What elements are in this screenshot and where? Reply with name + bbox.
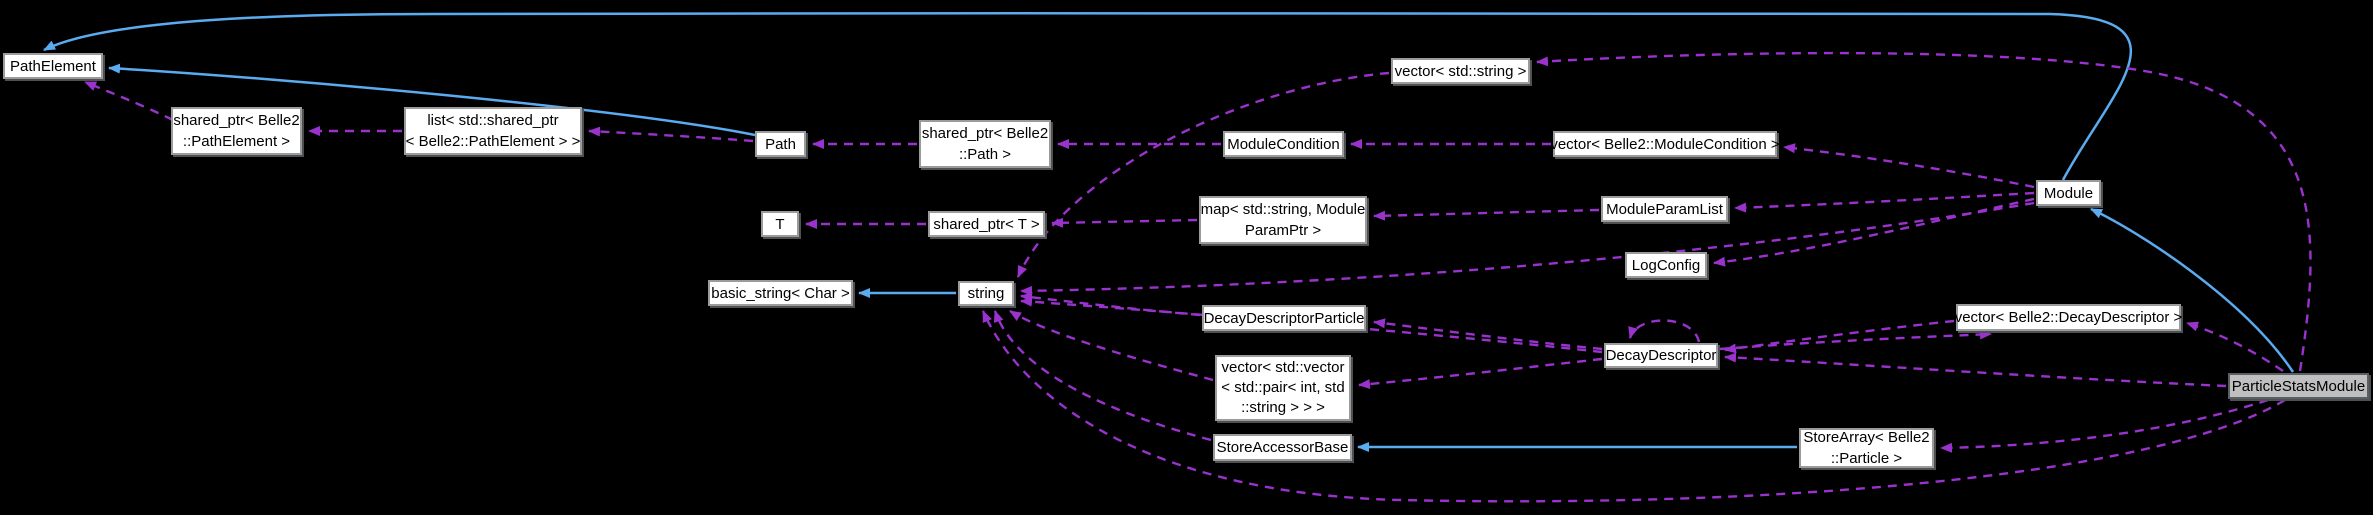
node-label: DecayDescriptorParticle bbox=[1203, 309, 1365, 327]
node-basic-string-char[interactable]: basic_string< Char > bbox=[708, 280, 853, 306]
node-label: T bbox=[775, 215, 785, 233]
node-label: vector< Belle2::DecayDescriptor > bbox=[1954, 309, 2183, 326]
node-map-moduleparamptr[interactable]: map< std::string, Module ParamPtr > bbox=[1199, 196, 1367, 244]
node-label: ::Path > bbox=[958, 146, 1012, 163]
node-label: basic_string< Char > bbox=[711, 284, 850, 302]
node-label: Module bbox=[2043, 184, 2094, 202]
edge-particlestatsmodule-vectorstring bbox=[1536, 51, 2312, 372]
node-t[interactable]: T bbox=[761, 211, 799, 237]
edge-module-logconfig bbox=[1713, 197, 2035, 267]
node-label: < Belle2::PathElement > > bbox=[405, 133, 581, 150]
node-label: ParamPtr > bbox=[1244, 222, 1322, 239]
edge-decaydescriptor-vectordecaydescriptor bbox=[1719, 329, 1992, 351]
edge-particlestatsmodule-vectordecaydescriptor bbox=[2186, 321, 2284, 372]
node-decaydescriptorparticle[interactable]: DecayDescriptorParticle bbox=[1202, 305, 1366, 331]
node-vector-vector-pair-int-string[interactable]: vector< std::vector < std::pair< int, st… bbox=[1215, 355, 1351, 421]
edge-particlestatsmodule-module bbox=[2090, 207, 2295, 373]
node-label: ::string > > > bbox=[1241, 399, 1325, 416]
node-modulecondition[interactable]: ModuleCondition bbox=[1223, 131, 1344, 157]
node-label: DecayDescriptor bbox=[1605, 347, 1717, 364]
node-label: < std::pair< int, std bbox=[1221, 379, 1345, 396]
edge-particlestatsmodule-storearray bbox=[1940, 398, 2269, 453]
edge-module-moduleparamlist bbox=[1734, 191, 2035, 213]
node-storearray-particle[interactable]: StoreArray< Belle2 ::Particle > bbox=[1799, 428, 1934, 468]
node-logconfig[interactable]: LogConfig bbox=[1625, 252, 1707, 278]
edge-module-string bbox=[1020, 201, 2035, 296]
node-string[interactable]: string bbox=[958, 281, 1014, 306]
node-shared-ptr-t[interactable]: shared_ptr< T > bbox=[928, 211, 1045, 237]
node-path[interactable]: Path bbox=[755, 131, 806, 157]
node-list-shared-ptr-pathelement[interactable]: list< std::shared_ptr < Belle2::PathElem… bbox=[404, 107, 582, 155]
node-pathelement[interactable]: PathElement bbox=[3, 53, 103, 79]
edge-vectordecaydescriptor-decaydescriptor bbox=[1724, 319, 1955, 354]
node-label: shared_ptr< T > bbox=[933, 215, 1040, 233]
node-label: ModuleCondition bbox=[1227, 135, 1340, 153]
edge-sharedptrpathelement-pathelement bbox=[84, 80, 174, 122]
edge-map-sharedptrt bbox=[1051, 217, 1198, 228]
node-label: StoreAccessorBase bbox=[1216, 439, 1349, 456]
node-label: StoreArray< Belle2 bbox=[1803, 429, 1930, 446]
node-shared-ptr-pathelement[interactable]: shared_ptr< Belle2 ::PathElement > bbox=[171, 107, 302, 155]
edge-storeaccessorbase-string bbox=[993, 310, 1212, 442]
node-storeaccessorbase[interactable]: StoreAccessorBase bbox=[1213, 434, 1352, 461]
node-label: vector< std::string > bbox=[1394, 62, 1527, 80]
node-label: shared_ptr< Belle2 bbox=[921, 125, 1049, 142]
node-label: Path bbox=[765, 135, 796, 153]
node-module[interactable]: Module bbox=[2036, 180, 2101, 206]
edge-vectorvectorpair-string bbox=[1009, 309, 1214, 382]
node-label: map< std::string, Module bbox=[1200, 201, 1366, 218]
edge-moduleparamlist-map bbox=[1373, 208, 1600, 221]
edge-path-pathelement bbox=[108, 63, 756, 137]
edge-vectorstring-string bbox=[1016, 71, 1390, 278]
edge-decaydescriptorparticle-string bbox=[1020, 292, 1201, 317]
edge-decaydescriptor-selfloop bbox=[1628, 319, 1701, 343]
node-label: PathElement bbox=[10, 57, 96, 75]
node-moduleparamlist[interactable]: ModuleParamList bbox=[1601, 196, 1728, 222]
node-label: ::PathElement > bbox=[182, 133, 291, 150]
edge-decaydescriptor-decaydescriptorparticle bbox=[1373, 318, 1603, 351]
node-label: list< std::shared_ptr bbox=[427, 112, 559, 129]
node-label: vector< std::vector bbox=[1221, 359, 1345, 376]
node-shared-ptr-path[interactable]: shared_ptr< Belle2 ::Path > bbox=[919, 120, 1051, 168]
node-label: ParticleStatsModule bbox=[2231, 377, 2366, 395]
node-vector-decaydescriptor[interactable]: vector< Belle2::DecayDescriptor > bbox=[1954, 304, 2183, 331]
edge-module-vectormodulecondition bbox=[1783, 143, 2035, 189]
edge-path-list bbox=[588, 126, 754, 143]
edge-particlestatsmodule-decaydescriptor bbox=[1724, 352, 2227, 388]
edge-particlestatsmodule-string bbox=[981, 310, 2286, 503]
node-label: string bbox=[967, 285, 1005, 302]
node-label: LogConfig bbox=[1631, 256, 1701, 274]
node-label: vector< Belle2::ModuleCondition > bbox=[1550, 135, 1780, 153]
node-vector-modulecondition[interactable]: vector< Belle2::ModuleCondition > bbox=[1550, 131, 1780, 157]
edge-module-pathelement bbox=[43, 10, 2133, 181]
node-decaydescriptor[interactable]: DecayDescriptor bbox=[1604, 343, 1718, 368]
node-label: shared_ptr< Belle2 bbox=[173, 112, 300, 129]
node-particlestatsmodule: ParticleStatsModule bbox=[2228, 373, 2369, 399]
node-label: ::Particle > bbox=[1830, 450, 1903, 467]
node-vector-std-string[interactable]: vector< std::string > bbox=[1391, 58, 1530, 84]
edge-decaydescriptor-vectorvectorpair bbox=[1358, 357, 1603, 389]
node-label: ModuleParamList bbox=[1606, 200, 1723, 218]
